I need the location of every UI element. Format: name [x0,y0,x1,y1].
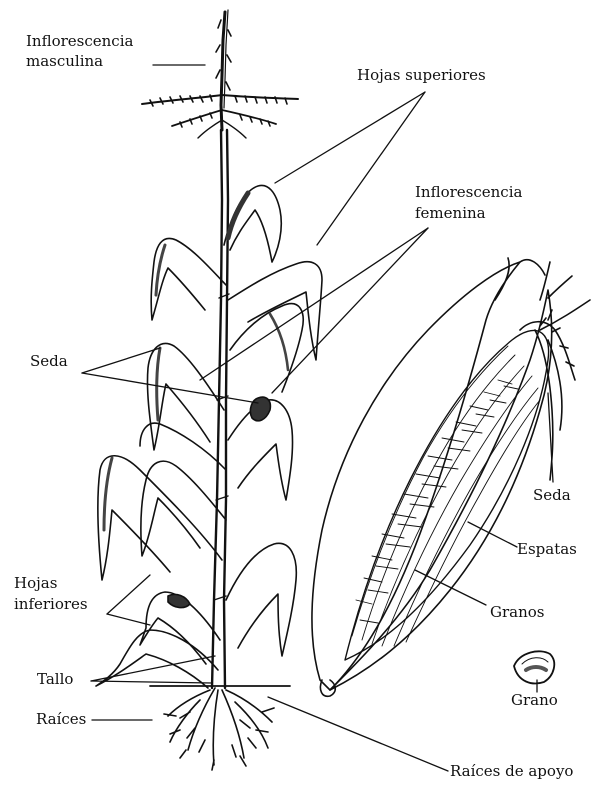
grain-illustration [514,651,554,683]
label-tallo: Tallo [37,670,73,689]
label-grano: Grano [511,691,558,710]
label-inflorescencia-femenina-line1: Inflorescencia [415,183,522,202]
label-hojas-superiores: Hojas superiores [357,66,486,85]
roots-illustration [150,686,290,770]
label-raices: Raíces [36,710,86,729]
label-inflorescencia-masculina-line2: masculina [26,52,103,71]
label-hojas-inferiores-line2: inferiores [14,595,88,614]
tassel-illustration [142,10,298,138]
label-seda-planta: Seda [30,352,68,371]
label-espatas: Espatas [517,540,577,559]
corn-ear-illustration [312,258,590,696]
label-inflorescencia-femenina-line2: femenina [415,204,486,223]
label-raices-de-apoyo: Raíces de apoyo [450,762,573,781]
label-hojas-inferiores-line1: Hojas [14,574,57,593]
lower-leaves-illustration [96,456,296,688]
label-seda-mazorca: Seda [533,486,571,505]
label-inflorescencia-masculina-line1: Inflorescencia [26,32,133,51]
upper-leaves-illustration [151,185,322,392]
stalk-illustration [212,130,229,688]
label-granos: Granos [490,603,545,622]
